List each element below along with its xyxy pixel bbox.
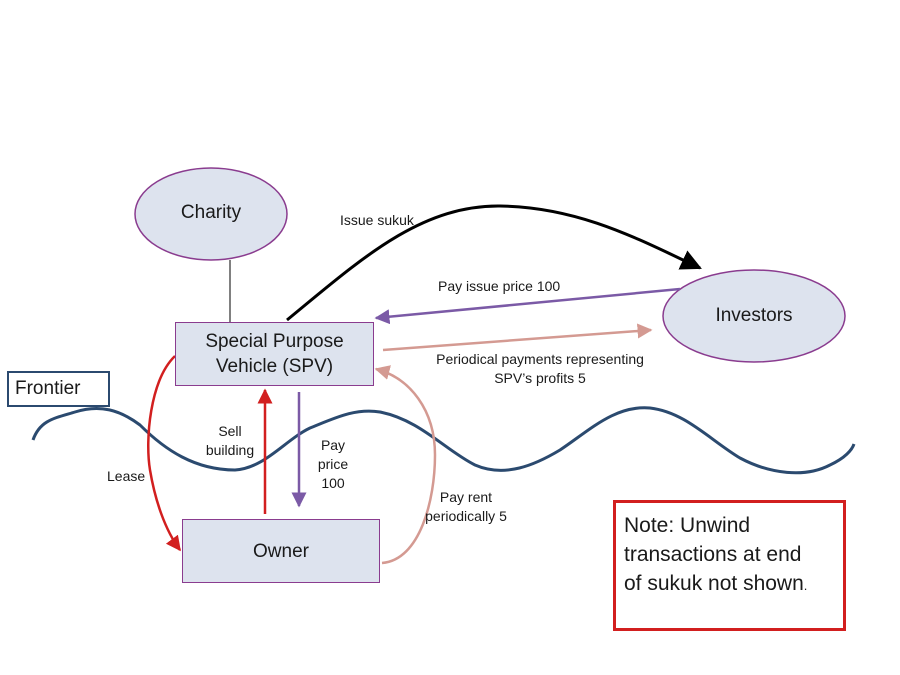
frontier-label: Frontier: [7, 371, 110, 407]
issue-sukuk-label: Issue sukuk: [340, 212, 414, 228]
spv-node: Special Purpose Vehicle (SPV): [175, 322, 374, 386]
pay-issue-price-label: Pay issue price 100: [438, 278, 561, 294]
spv-label-line2: Vehicle (SPV): [215, 356, 334, 377]
note-trailing-period: .: [803, 578, 808, 593]
note-line3-text: of sukuk not shown: [624, 572, 804, 595]
pay-rent-arrow: [374, 365, 437, 565]
note-line2: transactions at end: [624, 543, 802, 566]
pay-rent-label: Pay rent periodically 5: [412, 488, 520, 526]
investors-node: [662, 269, 846, 363]
pay-price-line2: price: [317, 456, 349, 472]
pay-price-line1: Pay: [320, 437, 346, 453]
periodical-line1: Periodical payments representing: [436, 351, 644, 367]
charity-label: Charity: [180, 202, 242, 223]
pay-rent-line2: periodically 5: [425, 508, 507, 524]
charity-node: [134, 167, 288, 261]
investors-label: Investors: [715, 305, 793, 326]
pay-issue-price-arrow: [374, 287, 681, 325]
sell-line1: Sell: [218, 423, 242, 439]
note-box: Note: Unwind transactions at end of suku…: [613, 500, 846, 631]
pay-price-line3: 100: [321, 475, 345, 491]
frontier-wave: [31, 406, 856, 475]
sell-building-label: Sell building: [197, 422, 263, 460]
owner-node: Owner: [182, 519, 380, 583]
owner-label: Owner: [253, 540, 309, 562]
lease-arrow: [147, 355, 182, 552]
spv-label-line1: Special Purpose: [205, 331, 344, 352]
lease-label: Lease: [107, 468, 146, 484]
pay-rent-line1: Pay rent: [439, 489, 493, 505]
periodical-payments-arrow: [382, 323, 653, 352]
pay-price-label: Pay price 100: [306, 436, 360, 493]
note-line3: of sukuk not shown.: [624, 569, 835, 600]
sell-line2: building: [205, 442, 255, 458]
periodical-payments-label: Periodical payments representing SPV’s p…: [415, 350, 665, 388]
issue-sukuk-arrow: [286, 204, 702, 322]
note-line1: Note: Unwind: [624, 514, 751, 537]
periodical-line2: SPV’s profits 5: [494, 370, 586, 386]
